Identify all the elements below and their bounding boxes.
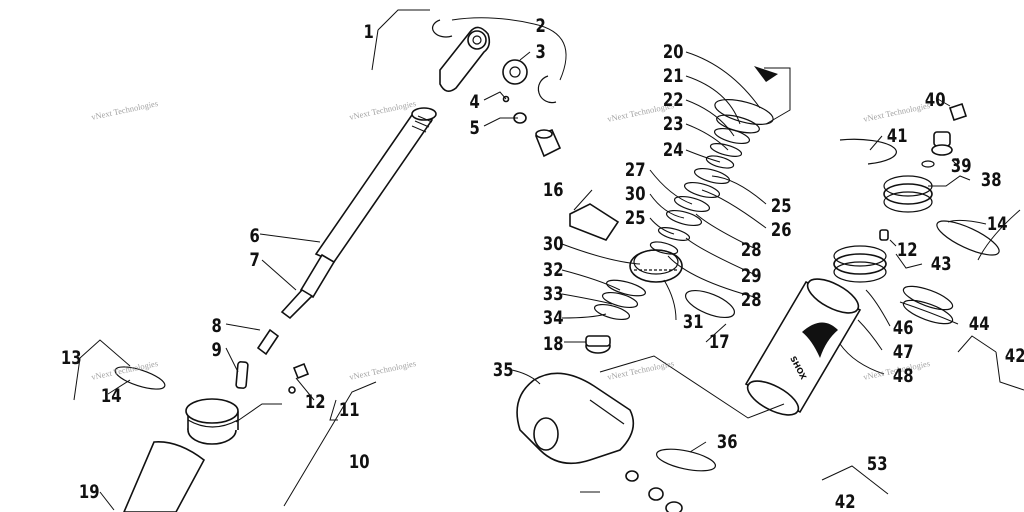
callout-label: 8 <box>211 315 221 337</box>
callout-label: 14 <box>987 213 1008 235</box>
callout-label: 36 <box>717 431 738 453</box>
callout-label: 30 <box>625 183 646 205</box>
direction-arrow <box>754 66 778 82</box>
callout-label: 24 <box>663 139 684 161</box>
bleed-screw-right <box>879 229 889 241</box>
callout-label: 42 <box>835 491 856 512</box>
cap-nut <box>585 335 611 354</box>
callout-label: 14 <box>101 385 122 407</box>
bushing <box>502 59 528 85</box>
callout-label: 28 <box>741 289 762 311</box>
callout-label: 25 <box>771 195 792 217</box>
watermark-text: vNext Technologies <box>348 358 417 382</box>
ifp-piston <box>833 245 887 283</box>
callout-label: 3 <box>535 41 545 63</box>
shock-body-left <box>123 441 206 512</box>
callout-label: 39 <box>951 155 972 177</box>
bumper <box>569 203 620 241</box>
callout-label: 12 <box>897 239 918 261</box>
callout-label: 21 <box>663 65 684 87</box>
callout-label: 10 <box>349 451 370 473</box>
callout-label: 23 <box>663 113 684 135</box>
leader-lines <box>73 9 1024 511</box>
eyelet-rod-end <box>439 26 491 92</box>
callout-label: 19 <box>79 481 100 503</box>
callout-label: 48 <box>893 365 914 387</box>
piston-ring <box>685 289 735 319</box>
o-ring-right-14 <box>936 220 1000 256</box>
callout-label: 17 <box>709 331 730 353</box>
callout-label: 27 <box>625 159 646 181</box>
piston-assembly <box>629 249 683 283</box>
callout-label: 12 <box>305 391 326 413</box>
callout-label: 9 <box>211 339 221 361</box>
callout-label: 4 <box>469 91 479 113</box>
watermark-text: vNext Technologies <box>90 98 159 122</box>
retaining-ring-bottom <box>537 75 557 104</box>
callout-label: 29 <box>741 265 762 287</box>
watermark-text: vNext Technologies <box>348 98 417 122</box>
callout-label: 16 <box>543 179 564 201</box>
callout-label: 43 <box>931 253 952 275</box>
callout-label: 33 <box>543 283 564 305</box>
callout-label: 18 <box>543 333 564 355</box>
callout-label: 2 <box>535 15 545 37</box>
callout-label: 13 <box>61 347 82 369</box>
watermark-text: vNext Technologies <box>606 358 675 382</box>
reservoir-end-cap <box>883 175 933 213</box>
snap-ring-41 <box>839 138 897 165</box>
callout-label: 26 <box>771 219 792 241</box>
callout-label: 20 <box>663 41 684 63</box>
jet-washer <box>256 328 280 356</box>
callout-label: 41 <box>887 125 908 147</box>
callout-label: 44 <box>969 313 990 335</box>
callout-numbers: 1 2 3 4 5 6 7 8 9 10 11 12 12 13 14 14 1… <box>61 15 1024 512</box>
o-ring-reservoir <box>655 448 717 472</box>
shock-shaft <box>280 107 437 320</box>
reservoir-canister: SHOX <box>744 278 862 416</box>
o-ring-left <box>114 366 166 390</box>
seal-head-left <box>185 398 239 445</box>
retaining-ring-top <box>431 19 453 38</box>
callout-label: 25 <box>625 207 646 229</box>
callout-label: 6 <box>249 225 259 247</box>
schrader-valve <box>921 102 968 168</box>
check-valve <box>235 361 249 389</box>
callout-label: 5 <box>469 117 479 139</box>
callout-label: 28 <box>741 239 762 261</box>
callout-label: 53 <box>867 453 888 475</box>
callout-label: 31 <box>683 311 704 333</box>
callout-label: 35 <box>493 359 514 381</box>
callout-label: 47 <box>893 341 914 363</box>
callout-label: 30 <box>543 233 564 255</box>
reservoir-clevis <box>516 372 635 465</box>
callout-label: 34 <box>543 307 564 329</box>
grease-fitting <box>534 128 562 158</box>
callout-label: 32 <box>543 259 564 281</box>
bleed-screw-left <box>288 362 310 394</box>
callout-label: 1 <box>363 21 373 43</box>
callout-label: 22 <box>663 89 684 111</box>
callout-label: 42 <box>1005 345 1024 367</box>
callout-label: 38 <box>981 169 1002 191</box>
callout-label: 46 <box>893 317 914 339</box>
shim-stack <box>593 99 774 321</box>
watermark-text: vNext Technologies <box>862 100 931 124</box>
callout-label: 11 <box>339 399 360 421</box>
callout-label: 40 <box>925 89 946 111</box>
bleed-screw-center <box>625 470 683 512</box>
callout-label: 7 <box>249 249 259 271</box>
